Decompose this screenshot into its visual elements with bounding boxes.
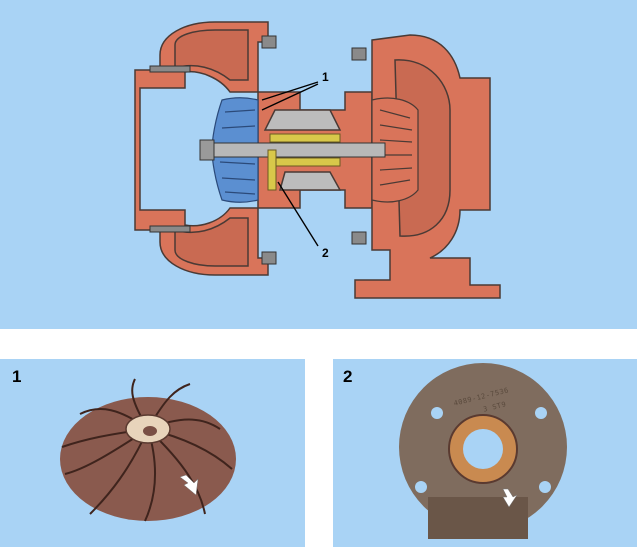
bolt-hole-icon bbox=[415, 481, 427, 493]
callout-leaders bbox=[261, 81, 319, 247]
bolt-hole-icon bbox=[535, 407, 547, 419]
impeller-photo bbox=[60, 378, 236, 522]
photo-panel-bearing-plate: 2 4089-12-7536 3 ST9 bbox=[333, 359, 637, 547]
turbocharger-cross-section bbox=[134, 21, 501, 299]
shaft bbox=[199, 139, 386, 161]
cross-section-panel: 1 2 bbox=[0, 0, 637, 329]
bolt-hole-icon bbox=[431, 407, 443, 419]
impeller-bore bbox=[143, 426, 157, 436]
center-bore bbox=[463, 429, 503, 469]
housing-bolts bbox=[149, 35, 367, 265]
arrow-indicator-icon bbox=[179, 474, 199, 496]
bearings bbox=[267, 133, 341, 191]
callout-label-1: 1 bbox=[322, 70, 329, 84]
photo-panel-impeller: 1 bbox=[0, 359, 305, 547]
compressor-housing bbox=[134, 21, 269, 276]
callout-label-2: 2 bbox=[322, 246, 329, 260]
bolt-hole-icon bbox=[539, 481, 551, 493]
panel-number-1: 1 bbox=[12, 367, 22, 386]
turbine-wheel bbox=[371, 97, 419, 203]
arrow-indicator-icon bbox=[502, 488, 518, 508]
panel-number-2: 2 bbox=[343, 367, 353, 386]
bearing-plate-photo bbox=[399, 363, 567, 539]
plate-tab bbox=[428, 497, 528, 539]
